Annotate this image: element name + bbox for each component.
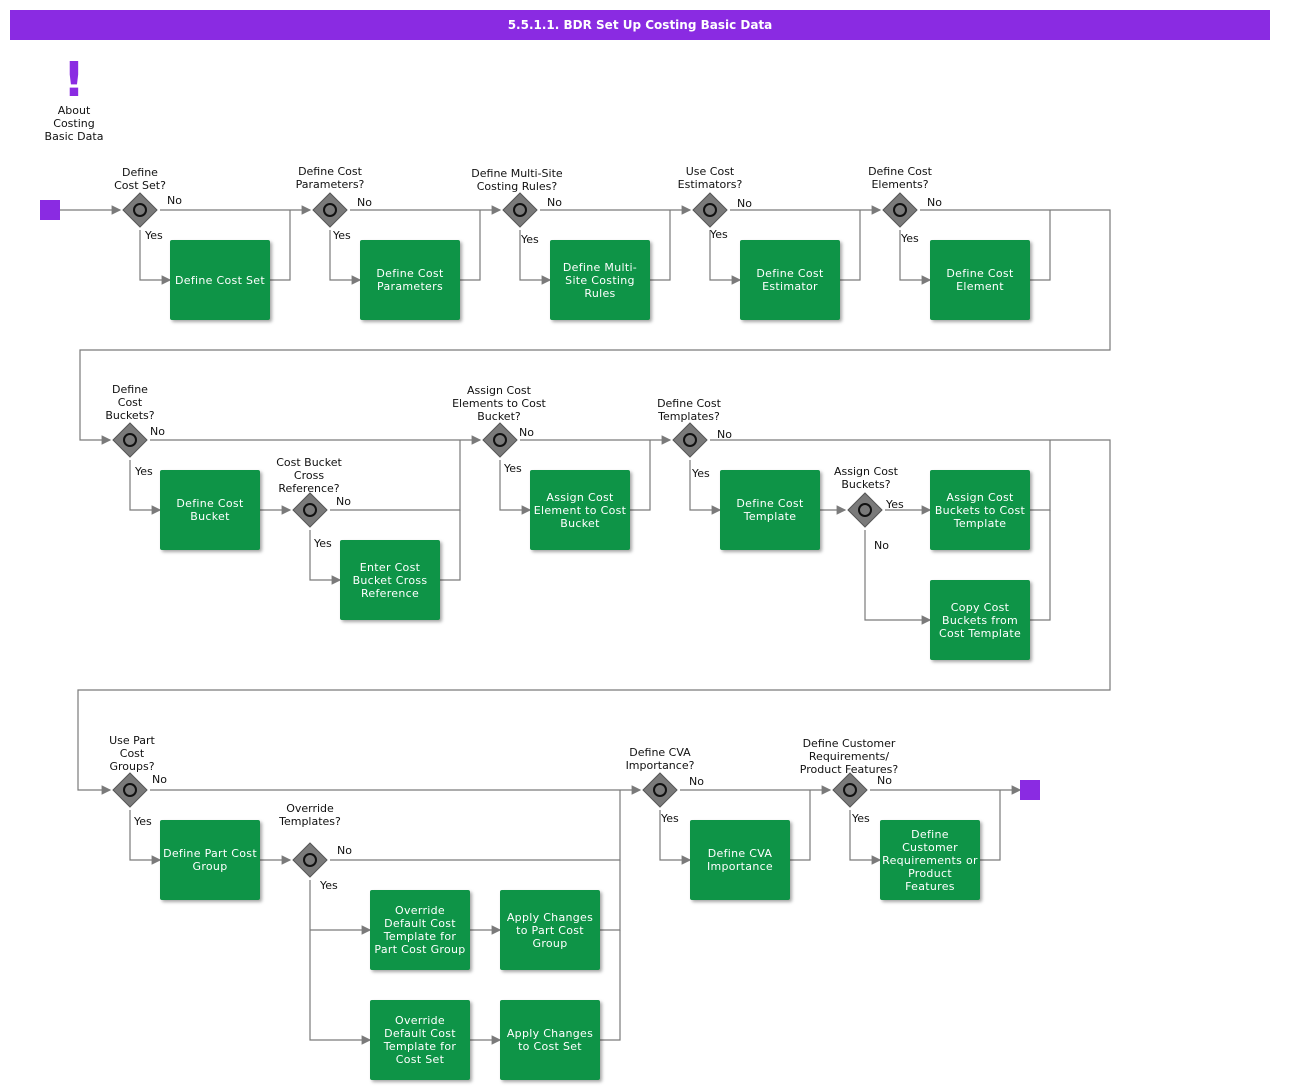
task-apply-changes-cost-set[interactable]: Apply Changes to Cost Set bbox=[500, 1000, 600, 1080]
no-label: No bbox=[547, 196, 562, 209]
page-title: 5.5.1.1. BDR Set Up Costing Basic Data bbox=[10, 10, 1270, 40]
yes-label: Yes bbox=[521, 233, 539, 246]
task-define-cost-element[interactable]: Define Cost Element bbox=[930, 240, 1030, 320]
gateway-label: Define Cost Elements? bbox=[868, 165, 932, 191]
no-label: No bbox=[927, 196, 942, 209]
gateway-label: Define Cost Buckets? bbox=[105, 383, 155, 422]
gateway-label: Use Cost Estimators? bbox=[677, 165, 743, 191]
yes-label: Yes bbox=[320, 879, 338, 892]
yes-label: Yes bbox=[135, 465, 153, 478]
about-note[interactable]: ! About Costing Basic Data bbox=[34, 56, 114, 143]
no-label: No bbox=[150, 425, 165, 438]
end-event[interactable] bbox=[1020, 780, 1040, 800]
yes-label: Yes bbox=[134, 815, 152, 828]
task-copy-cost-buckets-from-cost-template[interactable]: Copy Cost Buckets from Cost Template bbox=[930, 580, 1030, 660]
gateway-label: Define Cost Parameters? bbox=[295, 165, 365, 191]
no-label: No bbox=[877, 774, 892, 787]
gateway-label: Define CVA Importance? bbox=[625, 746, 695, 772]
no-label: No bbox=[337, 844, 352, 857]
gateway-label: Use Part Cost Groups? bbox=[109, 734, 155, 773]
task-define-cost-estimator[interactable]: Define Cost Estimator bbox=[740, 240, 840, 320]
no-label: No bbox=[152, 773, 167, 786]
task-define-cva-importance[interactable]: Define CVA Importance bbox=[690, 820, 790, 900]
no-label: No bbox=[689, 775, 704, 788]
task-define-cost-template[interactable]: Define Cost Template bbox=[720, 470, 820, 550]
gateway-label: Define Customer Requirements/ Product Fe… bbox=[799, 737, 899, 776]
no-label: No bbox=[357, 196, 372, 209]
yes-label: Yes bbox=[661, 812, 679, 825]
gateway-label: Override Templates? bbox=[279, 802, 341, 828]
task-apply-changes-part-cost-group[interactable]: Apply Changes to Part Cost Group bbox=[500, 890, 600, 970]
no-label: No bbox=[519, 426, 534, 439]
no-label: No bbox=[717, 428, 732, 441]
task-define-multi-site-costing-rules[interactable]: Define Multi-Site Costing Rules bbox=[550, 240, 650, 320]
yes-label: Yes bbox=[145, 229, 163, 242]
no-label: No bbox=[336, 495, 351, 508]
yes-label: Yes bbox=[886, 498, 904, 511]
gateway-label: Assign Cost Elements to Cost Bucket? bbox=[452, 384, 546, 423]
gateway-label: Cost Bucket Cross Reference? bbox=[276, 456, 342, 495]
yes-label: Yes bbox=[692, 467, 710, 480]
task-define-part-cost-group[interactable]: Define Part Cost Group bbox=[160, 820, 260, 900]
about-note-label: About Costing Basic Data bbox=[44, 104, 104, 143]
yes-label: Yes bbox=[333, 229, 351, 242]
yes-label: Yes bbox=[314, 537, 332, 550]
task-enter-cost-bucket-cross-reference[interactable]: Enter Cost Bucket Cross Reference bbox=[340, 540, 440, 620]
no-label: No bbox=[167, 194, 182, 207]
gateway-label: Define Cost Templates? bbox=[657, 397, 721, 423]
yes-label: Yes bbox=[710, 228, 728, 241]
gateway-label: Assign Cost Buckets? bbox=[834, 465, 898, 491]
task-define-customer-requirements[interactable]: Define Customer Requirements or Product … bbox=[880, 820, 980, 900]
task-define-cost-bucket[interactable]: Define Cost Bucket bbox=[160, 470, 260, 550]
yes-label: Yes bbox=[901, 232, 919, 245]
start-event[interactable] bbox=[40, 200, 60, 220]
task-assign-cost-buckets-to-cost-template[interactable]: Assign Cost Buckets to Cost Template bbox=[930, 470, 1030, 550]
task-assign-cost-element-to-cost-bucket[interactable]: Assign Cost Element to Cost Bucket bbox=[530, 470, 630, 550]
task-override-template-cost-set[interactable]: Override Default Cost Template for Cost … bbox=[370, 1000, 470, 1080]
yes-label: Yes bbox=[504, 462, 522, 475]
gateway-symbols bbox=[112, 192, 918, 878]
task-define-cost-set[interactable]: Define Cost Set bbox=[170, 240, 270, 320]
exclamation-icon: ! bbox=[63, 52, 85, 108]
yes-label: Yes bbox=[852, 812, 870, 825]
gateway-label: Define Multi-Site Costing Rules? bbox=[471, 167, 563, 193]
no-label: No bbox=[874, 539, 889, 552]
no-label: No bbox=[737, 197, 752, 210]
gateway-label: Define Cost Set? bbox=[114, 166, 166, 192]
task-override-template-part-cost-group[interactable]: Override Default Cost Template for Part … bbox=[370, 890, 470, 970]
task-define-cost-parameters[interactable]: Define Cost Parameters bbox=[360, 240, 460, 320]
